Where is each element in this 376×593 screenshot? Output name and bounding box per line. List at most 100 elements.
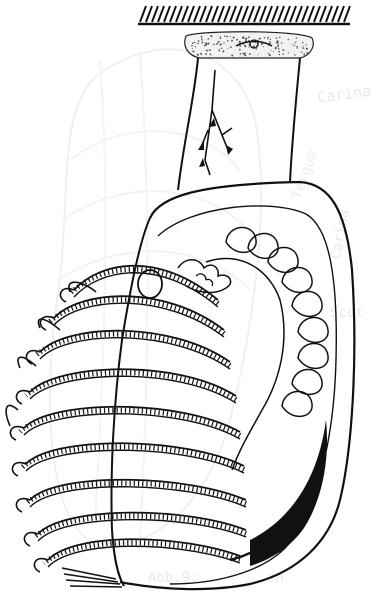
stipple-dot	[224, 35, 226, 37]
gut-lobe	[248, 233, 278, 258]
stipple-dot	[248, 47, 249, 48]
stipple-dot	[259, 38, 261, 40]
stipple-dot	[267, 38, 268, 39]
stipple-dot	[282, 53, 284, 55]
hatch-line	[296, 6, 302, 22]
stipple-dot	[275, 47, 277, 49]
stipple-dot	[230, 46, 232, 48]
stipple-dot	[306, 44, 307, 45]
gut-lobe	[298, 343, 328, 368]
stipple-dot	[278, 48, 280, 50]
stipple-dot	[303, 46, 304, 47]
ghost-label: Tergum	[289, 148, 321, 201]
hatch-line	[188, 6, 194, 22]
hatch-line	[158, 6, 164, 22]
stipple-dot	[258, 54, 259, 55]
cirrus-outer	[54, 296, 224, 330]
hatch-line	[320, 6, 326, 22]
stipple-dot	[194, 42, 195, 43]
stipple-dot	[192, 42, 194, 44]
hatch-line	[278, 6, 284, 22]
stipple-dot	[297, 47, 298, 48]
stipple-dot	[220, 43, 222, 45]
penis-tuft	[62, 568, 122, 587]
stipple-dot	[223, 42, 224, 43]
cirrus-tip	[60, 289, 74, 302]
hatch-line	[230, 6, 236, 22]
hatch-line	[272, 6, 278, 22]
stipple-dot	[242, 36, 244, 38]
stipple-dot	[239, 49, 241, 51]
gut-lobe	[282, 267, 312, 292]
hatch-line	[266, 6, 272, 22]
stipple-dot	[283, 50, 284, 51]
hatch-line	[284, 6, 290, 22]
ghost-caption: Abb.9: rn	[148, 570, 284, 586]
stipple-dot	[245, 38, 247, 40]
hatch-line	[338, 6, 344, 22]
stipple-dot	[197, 54, 199, 56]
cirrus-inner	[30, 376, 236, 403]
stipple-dot	[276, 37, 278, 39]
hatch-line	[326, 6, 332, 22]
gut-lobe	[298, 317, 328, 342]
stipple-dot	[201, 37, 202, 38]
stipple-dot	[292, 44, 293, 45]
attachment-disc	[185, 32, 313, 58]
stipple-dot	[248, 37, 249, 38]
stipple-dot	[245, 53, 246, 54]
stipple-dot	[268, 53, 269, 54]
cirrus-tip	[26, 351, 40, 364]
stipple-dot	[268, 45, 269, 46]
stipple-dot	[268, 37, 270, 39]
substrate	[138, 6, 350, 24]
stipple-dot	[288, 52, 289, 53]
stipple-dot	[230, 36, 231, 37]
stipple-dot	[195, 46, 196, 47]
stipple-dot	[281, 42, 282, 43]
stipple-dot	[227, 40, 229, 42]
cirrus-outer	[30, 369, 236, 396]
stipple-dot	[205, 53, 207, 55]
hatch-line	[212, 6, 218, 22]
hatch-line	[290, 6, 296, 22]
stipple-dot	[244, 45, 246, 47]
hatch-line	[170, 6, 176, 22]
gut-lobe	[292, 291, 322, 316]
stipple-dot	[208, 38, 209, 39]
stipple-dot	[226, 36, 228, 38]
stipple-dot	[302, 47, 303, 48]
hatch-line	[248, 6, 254, 22]
stipple-dot	[288, 39, 289, 40]
stipple-dot	[240, 53, 242, 55]
stipple-dot	[276, 42, 277, 43]
stipple-dot	[294, 42, 295, 43]
hatch-line	[314, 6, 320, 22]
stipple-dot	[256, 48, 257, 49]
hatch-line	[242, 6, 248, 22]
stipple-dot	[273, 51, 274, 52]
stipple-dot	[218, 50, 219, 51]
body-dark-margin	[250, 420, 327, 566]
stipple-dot	[270, 39, 271, 40]
stipple-dot	[277, 44, 279, 46]
hatch-line	[176, 6, 182, 22]
hatch-line	[254, 6, 260, 22]
stipple-dot	[302, 42, 304, 44]
stipple-dot	[213, 44, 215, 46]
stipple-dot	[306, 52, 308, 54]
cirrus-inner	[24, 414, 240, 439]
cirrus-tip	[10, 427, 24, 440]
stipple-dot	[220, 36, 221, 37]
stipple-dot	[218, 41, 220, 43]
cirrus-tendril	[18, 357, 36, 368]
cirrus-tip	[16, 499, 30, 512]
hatch-line	[200, 6, 206, 22]
ghost-label: Carina	[316, 82, 372, 107]
stipple-dot	[277, 42, 279, 44]
stipple-dot	[296, 37, 297, 38]
stipple-dot	[201, 40, 202, 41]
stipple-dot	[282, 49, 283, 50]
cirrus-tendril	[38, 319, 60, 330]
hatch-line	[224, 6, 230, 22]
